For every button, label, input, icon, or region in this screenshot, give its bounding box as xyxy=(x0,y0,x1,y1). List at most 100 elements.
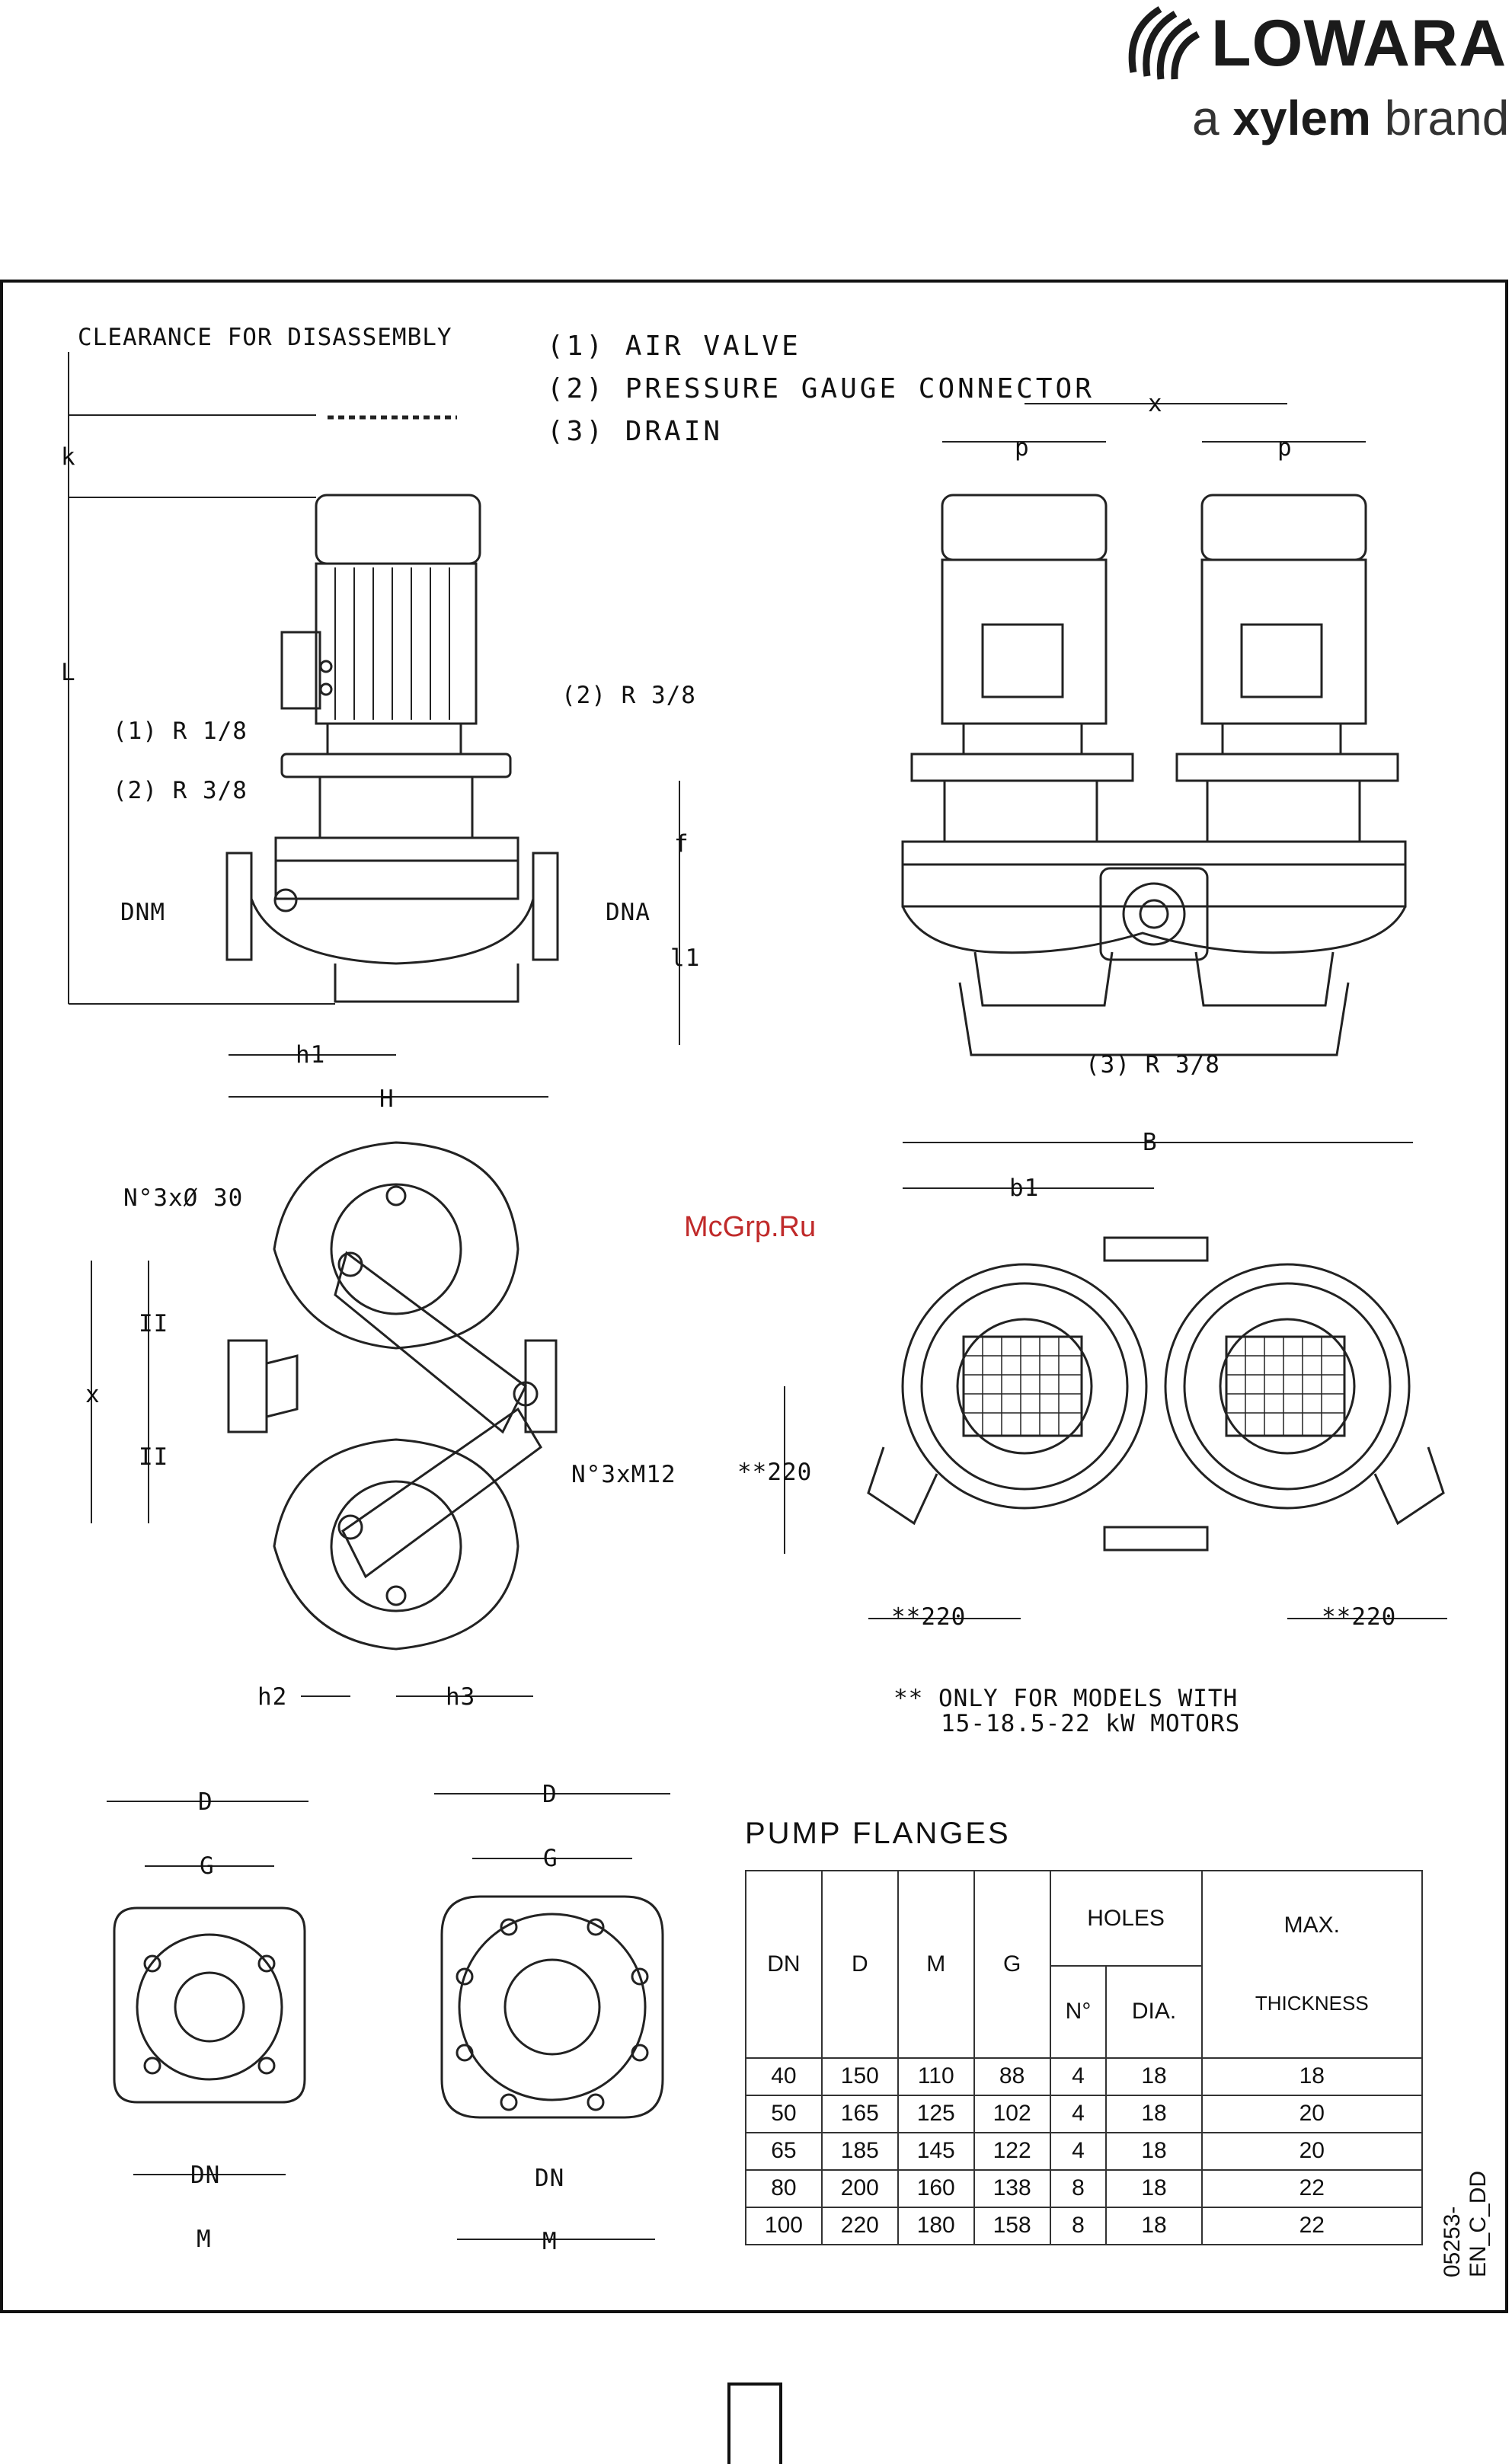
twin-pump-front-view xyxy=(901,494,1407,1056)
table-title: PUMP FLANGES xyxy=(745,1817,1011,1850)
label-holes-top: N°3xØ 30 xyxy=(123,1184,244,1212)
pump-flanges-table: DN D M G HOLES MAX. THICKNESS N° DIA. 40… xyxy=(745,1869,1424,2246)
dim-220-right: **220 xyxy=(1322,1603,1397,1631)
dim-equal-upper: II xyxy=(139,1310,169,1337)
header-max: MAX. xyxy=(1283,1913,1340,1938)
dim-L: L xyxy=(61,659,76,686)
header-dia: DIA. xyxy=(1105,1965,1203,2059)
label-air-valve-r18: (1) R 1/8 xyxy=(113,717,248,745)
clearance-label: CLEARANCE FOR DISASSEMBLY xyxy=(78,324,452,351)
dim-G-small: G xyxy=(200,1852,215,1880)
dim-B: B xyxy=(1143,1129,1158,1156)
watermark: McGrp.Ru xyxy=(684,1211,817,1243)
dim-h1: h1 xyxy=(296,1041,326,1069)
dim-x-front: x xyxy=(1148,390,1163,417)
dimension-lines xyxy=(68,352,1447,2240)
dim-DN-small: DN xyxy=(190,2162,221,2189)
brand-logo: LOWARA xyxy=(1211,6,1507,81)
legend-drain: (3) DRAIN xyxy=(547,416,724,447)
header-holes: HOLES xyxy=(1049,1869,1203,1967)
dim-DNM: DNM xyxy=(120,899,165,926)
table-cell: 200 xyxy=(820,2168,899,2208)
table-cell: 18 xyxy=(1200,2057,1424,2096)
table-cell: 4 xyxy=(1049,2057,1108,2096)
flange-8-hole xyxy=(440,1895,664,2119)
page-number-box xyxy=(727,2383,782,2464)
table-cell: 102 xyxy=(973,2094,1051,2133)
header-thickness: THICKNESS xyxy=(1255,1992,1369,2015)
dim-220-vertical: **220 xyxy=(737,1459,813,1486)
legend-gauge-connector: (2) PRESSURE GAUGE CONNECTOR xyxy=(547,373,1095,404)
table-cell: 22 xyxy=(1200,2168,1424,2208)
table-cell: 18 xyxy=(1105,2206,1203,2246)
dim-M-large: M xyxy=(542,2228,558,2255)
dim-k: k xyxy=(61,443,76,471)
dim-f: f xyxy=(674,830,689,858)
dim-b1: b1 xyxy=(1009,1174,1040,1202)
table-cell: 40 xyxy=(745,2057,823,2096)
table-cell: 180 xyxy=(897,2206,975,2246)
dim-x-top: x xyxy=(85,1381,101,1408)
brand-swirl-icon xyxy=(1128,6,1200,80)
table-cell: 125 xyxy=(897,2094,975,2133)
table-cell: 50 xyxy=(745,2094,823,2133)
dim-p-left: p xyxy=(1015,434,1030,462)
flange-4-hole xyxy=(113,1906,306,2104)
table-cell: 65 xyxy=(745,2131,823,2171)
table-cell: 138 xyxy=(973,2168,1051,2208)
brand-tagline: a xylem brand xyxy=(1192,91,1510,145)
dim-p-right: p xyxy=(1277,434,1293,462)
header-dn: DN xyxy=(745,1870,823,2059)
dim-220-left: **220 xyxy=(891,1603,967,1631)
header-n: N° xyxy=(1049,1965,1108,2059)
dim-h2: h2 xyxy=(257,1683,288,1711)
table-cell: 18 xyxy=(1105,2131,1203,2171)
dim-DNA: DNA xyxy=(606,899,651,926)
table-cell: 110 xyxy=(897,2057,975,2096)
table-cell: 4 xyxy=(1049,2131,1108,2171)
label-holes-side: N°3xM12 xyxy=(571,1461,676,1488)
table-cell: 4 xyxy=(1049,2094,1108,2133)
brand-name: LOWARA xyxy=(1211,7,1507,80)
legend-air-valve: (1) AIR VALVE xyxy=(547,331,801,362)
header-d: D xyxy=(820,1870,899,2059)
table-cell: 150 xyxy=(820,2057,899,2096)
document-id: 05253-EN_C_DD xyxy=(1440,2170,1491,2277)
header-max-thickness: MAX. THICKNESS xyxy=(1200,1870,1424,2059)
table-cell: 22 xyxy=(1200,2206,1424,2246)
dim-DN-large: DN xyxy=(535,2165,565,2192)
table-cell: 8 xyxy=(1049,2168,1108,2208)
dim-H: H xyxy=(379,1085,395,1113)
drawing-frame xyxy=(0,280,1508,2313)
note-line-1: ** ONLY FOR MODELS WITH xyxy=(893,1685,1239,1712)
header-m: M xyxy=(897,1870,975,2059)
table-cell: 80 xyxy=(745,2168,823,2208)
table-cell: 100 xyxy=(745,2206,823,2246)
label-drain-r38: (3) R 3/8 xyxy=(1085,1051,1220,1079)
twin-pump-top-view xyxy=(867,1236,1445,1552)
dim-h3: h3 xyxy=(446,1683,476,1711)
table-cell: 18 xyxy=(1105,2168,1203,2208)
dim-equal-lower: II xyxy=(139,1443,169,1471)
dim-D-large: D xyxy=(542,1781,558,1808)
label-gauge-right: (2) R 3/8 xyxy=(561,682,696,709)
table-cell: 18 xyxy=(1105,2057,1203,2096)
table-cell: 20 xyxy=(1200,2094,1424,2133)
table-cell: 160 xyxy=(897,2168,975,2208)
note-line-2: 15-18.5-22 kW MOTORS xyxy=(941,1710,1241,1737)
dim-l1: l1 xyxy=(670,944,701,972)
table-cell: 122 xyxy=(973,2131,1051,2171)
table-cell: 165 xyxy=(820,2094,899,2133)
table-cell: 88 xyxy=(973,2057,1051,2096)
table-cell: 20 xyxy=(1200,2131,1424,2171)
dim-M-small: M xyxy=(197,2226,212,2253)
table-cell: 220 xyxy=(820,2206,899,2246)
table-cell: 145 xyxy=(897,2131,975,2171)
